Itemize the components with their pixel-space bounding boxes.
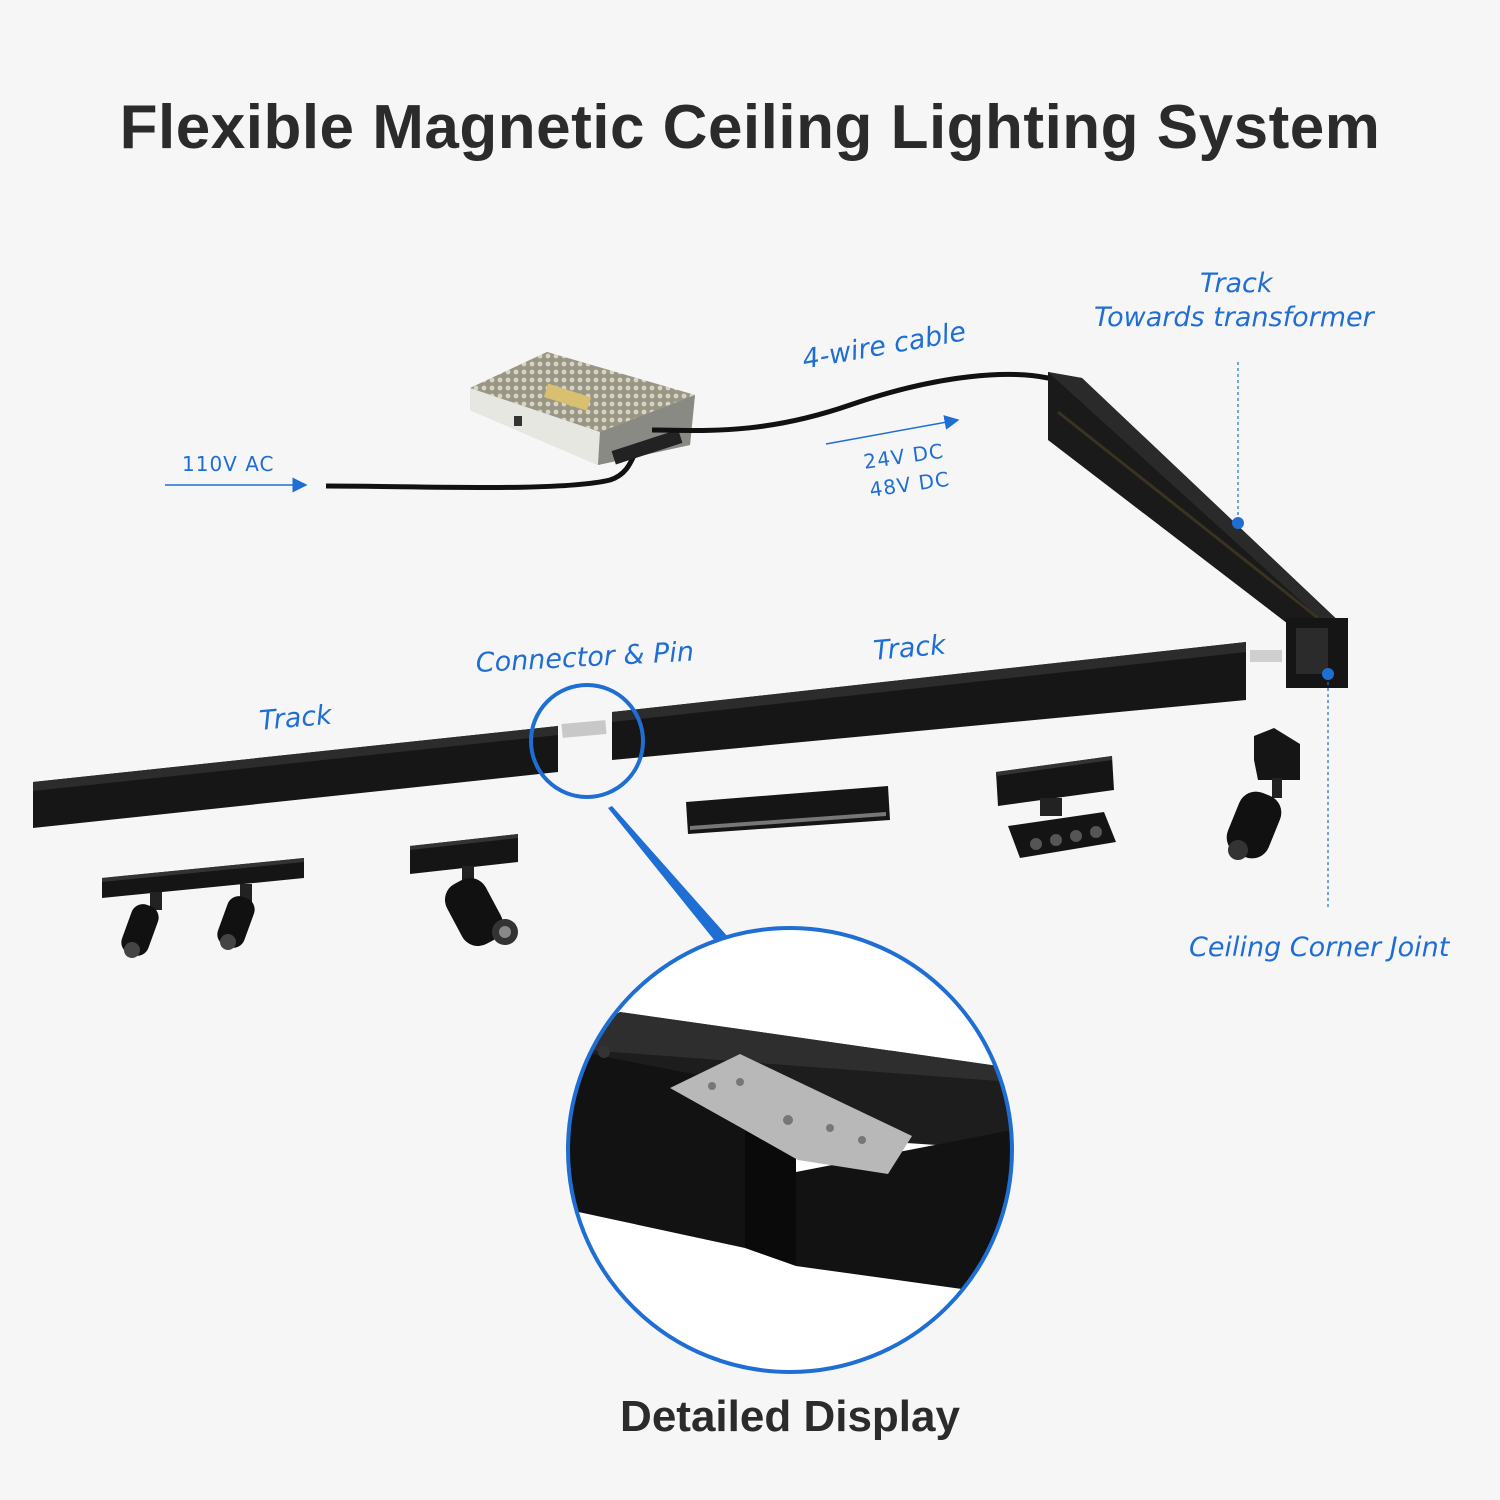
track-marker-dot [1232,517,1244,529]
linear-light-icon [686,786,890,834]
track-left [33,726,558,828]
power-supply-icon [470,352,695,465]
track-transformer-label-1: Track [1200,268,1273,299]
detail-caption: Detailed Display [620,1392,960,1441]
four-wire-cable [651,371,1084,433]
output-arrow [825,415,960,445]
callout-leader [608,806,736,946]
grille-light-icon [996,756,1116,858]
track-right [612,642,1246,760]
corner-joint-label: Ceiling Corner Joint [1189,932,1450,963]
input-voltage-label: 110V AC [182,452,275,476]
track-towards-transformer [1048,372,1346,650]
track-right-label: Track [872,629,947,667]
corner-spotlight-icon [1226,728,1300,860]
track-transformer-label-2: Towards transformer [1094,302,1374,333]
connector-pin-plate [670,1054,912,1174]
corner-marker-dot [1322,668,1334,680]
connector-plate [561,720,607,738]
detail-view [566,926,1014,1374]
track-left-label: Track [258,699,333,737]
single-spotlight-icon [410,834,518,947]
double-spotlight-icon [102,858,304,958]
detail-circle-border [566,926,1014,1374]
corner-joint [1250,618,1348,688]
connector-highlight-circle [529,683,645,799]
page-title: Flexible Magnetic Ceiling Lighting Syste… [119,93,1381,162]
